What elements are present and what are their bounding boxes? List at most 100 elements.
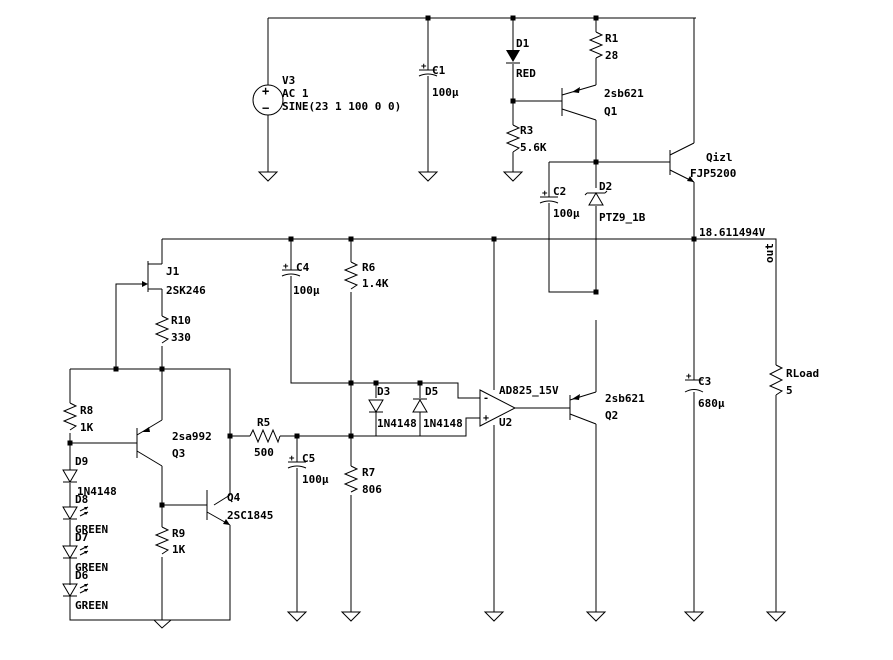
r3-symbol[interactable]	[505, 124, 521, 153]
d7-led-symbol[interactable]	[62, 545, 89, 559]
d3-value: 1N4148	[377, 417, 417, 430]
c1-value: 100µ	[432, 86, 459, 99]
r8-symbol[interactable]	[62, 402, 78, 431]
r9-label: R9	[172, 527, 185, 540]
diode-symbols	[62, 50, 608, 597]
r10-symbol[interactable]	[154, 315, 170, 344]
c1-symbol[interactable]	[418, 69, 438, 77]
c5-value: 100µ	[302, 473, 329, 486]
r1-symbol[interactable]	[588, 31, 604, 59]
c3-plus: +	[686, 372, 692, 382]
qizl-emitter-arrow	[687, 176, 694, 182]
d8-value: GREEN	[75, 523, 108, 536]
d8-led-symbol[interactable]	[62, 506, 89, 520]
r3-value: 5.6K	[520, 141, 547, 154]
c3-symbol[interactable]	[684, 379, 704, 393]
d6-value: GREEN	[75, 599, 108, 612]
v3-value-sine: SINE(23 1 100 0 0)	[282, 100, 401, 113]
u2-plus-sign: +	[483, 413, 489, 424]
j1-gate-arrow	[142, 281, 148, 287]
d9-label: D9	[75, 455, 88, 468]
c4-plus: +	[283, 262, 289, 272]
r7-symbol[interactable]	[343, 465, 359, 493]
r1-value: 28	[605, 49, 618, 62]
q4-value: 2SC1845	[227, 509, 273, 522]
d9-symbol[interactable]	[62, 469, 78, 483]
r9-symbol[interactable]	[154, 526, 170, 555]
r6-label: R6	[362, 261, 376, 274]
ground-symbol	[340, 611, 362, 622]
c5-symbol[interactable]	[287, 461, 307, 469]
v3-plus-sign: +	[262, 84, 269, 98]
q4-emitter-arrow	[223, 519, 230, 525]
v3-source-symbol[interactable]: + −	[252, 84, 284, 116]
c4-label: C4	[296, 261, 310, 274]
capacitor-polarity-marks: + + + + +	[283, 62, 692, 464]
u2-opamp-symbol[interactable]: - +	[479, 389, 517, 427]
r3-label: R3	[520, 124, 533, 137]
r10-value: 330	[171, 331, 191, 344]
ground-symbol	[765, 611, 787, 622]
d5-label: D5	[425, 385, 438, 398]
c2-plus: +	[542, 189, 548, 199]
d6-label: D6	[75, 569, 89, 582]
c1-label: C1	[432, 64, 446, 77]
transistor-symbols	[142, 87, 694, 525]
q1-value: 2sb621	[604, 87, 644, 100]
d7-label: D7	[75, 531, 88, 544]
r9-value: 1K	[172, 543, 186, 556]
r10-label: R10	[171, 314, 191, 327]
q1-label: Q1	[604, 105, 618, 118]
c2-symbol[interactable]	[539, 196, 559, 204]
c5-plus: +	[289, 454, 295, 464]
q1-emitter-arrow	[572, 87, 580, 93]
q3-label: Q3	[172, 447, 185, 460]
c3-value: 680µ	[698, 397, 725, 410]
v3-label: V3	[282, 74, 295, 87]
v3-minus-sign: −	[262, 101, 269, 115]
resistor-symbols	[62, 31, 784, 555]
ground-symbol	[483, 611, 505, 622]
ground-symbol	[152, 619, 173, 629]
out-net-label: out	[763, 243, 776, 263]
c1-plus: +	[421, 62, 427, 72]
r8-value: 1K	[80, 421, 94, 434]
d6-led-symbol[interactable]	[62, 583, 89, 597]
r7-label: R7	[362, 466, 375, 479]
q2-label: Q2	[605, 409, 618, 422]
d9-value: 1N4148	[77, 485, 117, 498]
d1-label: D1	[516, 37, 530, 50]
r5-symbol[interactable]	[249, 428, 281, 444]
u2-label: U2	[499, 416, 512, 429]
r1-label: R1	[605, 32, 619, 45]
ground-symbol	[502, 171, 524, 182]
r5-label: R5	[257, 416, 270, 429]
d3-label: D3	[377, 385, 390, 398]
d2-symbol[interactable]	[584, 190, 608, 206]
c4-symbol[interactable]	[281, 269, 301, 277]
rload-symbol[interactable]	[768, 364, 784, 396]
q3-value: 2sa992	[172, 430, 212, 443]
q2-emitter-arrow	[572, 394, 580, 400]
rload-value: 5	[786, 384, 793, 397]
ground-symbols	[152, 171, 787, 629]
c2-value: 100µ	[553, 207, 580, 220]
ground-symbol	[417, 171, 439, 182]
v3-value-ac: AC 1	[282, 87, 309, 100]
c2-label: C2	[553, 185, 566, 198]
ground-symbol	[585, 611, 607, 622]
j1-label: J1	[166, 265, 180, 278]
j1-value: 2SK246	[166, 284, 206, 297]
component-labels: V3 AC 1 SINE(23 1 100 0 0) C1 100µ D1 RE…	[75, 32, 819, 612]
d3-symbol[interactable]	[368, 399, 384, 413]
qizl-label: Qizl	[706, 151, 733, 164]
d7-value: GREEN	[75, 561, 108, 574]
d1-symbol[interactable]	[506, 50, 520, 64]
r5-value: 500	[254, 446, 274, 459]
d5-symbol[interactable]	[412, 398, 428, 413]
d1-value: RED	[516, 67, 536, 80]
q4-label: Q4	[227, 491, 241, 504]
r6-symbol[interactable]	[343, 261, 359, 290]
d5-value: 1N4148	[423, 417, 463, 430]
